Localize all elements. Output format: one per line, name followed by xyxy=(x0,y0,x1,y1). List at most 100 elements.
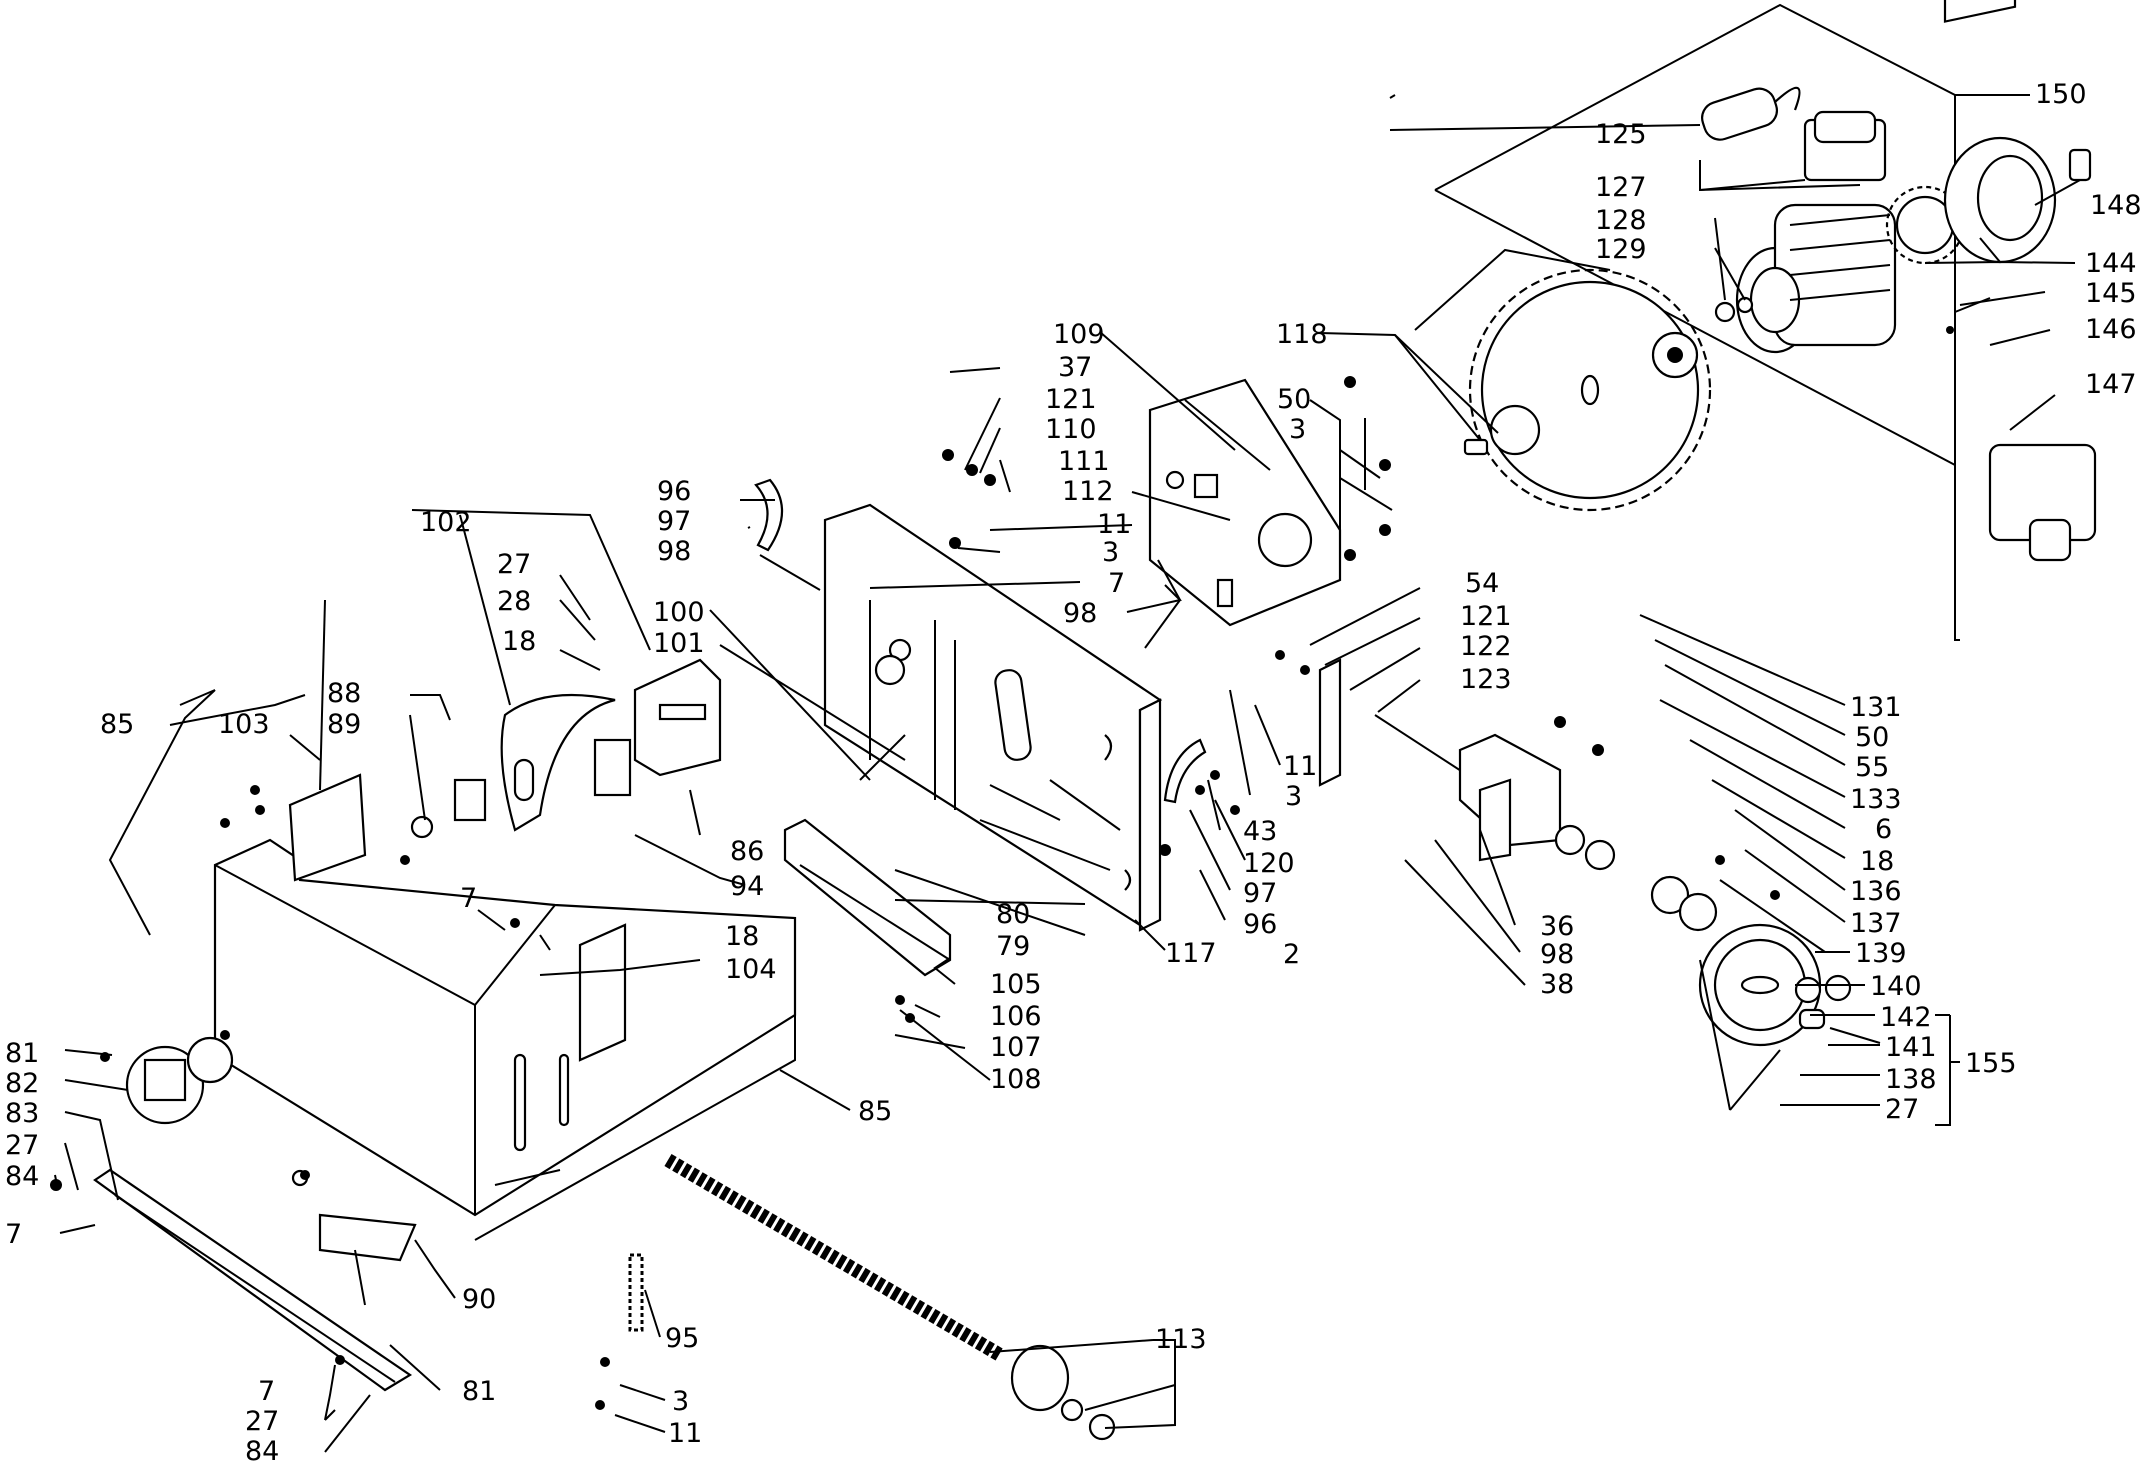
label-94: 94 xyxy=(730,871,764,902)
label-146: 146 xyxy=(2085,314,2137,345)
main-housing xyxy=(179,689,797,1217)
label-138: 138 xyxy=(1885,1064,1937,1095)
label-54: 54 xyxy=(1465,568,1499,599)
label-112: 112 xyxy=(1062,476,1114,507)
label-27-top: 27 xyxy=(497,549,531,580)
label-85-bottom: 85 xyxy=(858,1096,892,1127)
label-101: 101 xyxy=(653,628,705,659)
label-85-left: 85 xyxy=(100,709,134,740)
label-144: 144 xyxy=(2085,248,2137,279)
label-97-top: 97 xyxy=(657,506,691,537)
label-11-mid: 11 xyxy=(1283,751,1317,782)
label-50-top: 50 xyxy=(1277,384,1311,415)
label-37: 37 xyxy=(1058,352,1092,383)
label-88: 88 xyxy=(327,678,361,709)
label-3-plate: 3 xyxy=(1289,414,1306,445)
label-90: 90 xyxy=(462,1284,496,1315)
part-labels: 150 125 127 128 129 148 144 145 146 147 … xyxy=(5,79,2142,1463)
blade-guard xyxy=(500,693,616,832)
label-148: 148 xyxy=(2090,190,2142,221)
label-96-top: 96 xyxy=(657,476,691,507)
label-137: 137 xyxy=(1850,908,1902,939)
label-107: 107 xyxy=(990,1032,1042,1063)
label-113: 113 xyxy=(1155,1324,1207,1355)
label-125: 125 xyxy=(1595,119,1647,150)
label-121: 121 xyxy=(1460,601,1512,632)
lower-handle-assembly xyxy=(93,1036,417,1392)
label-140: 140 xyxy=(1870,971,1922,1002)
label-38: 38 xyxy=(1540,969,1574,1000)
leader-lines xyxy=(54,94,2081,1453)
label-84-bottom: 84 xyxy=(245,1436,279,1463)
label-100: 100 xyxy=(653,597,705,628)
label-121-top: 121 xyxy=(1045,384,1097,415)
label-83: 83 xyxy=(5,1098,39,1129)
label-36: 36 xyxy=(1540,911,1574,942)
label-117: 117 xyxy=(1165,938,1217,969)
motor-assembly-group xyxy=(1434,0,2097,641)
label-55: 55 xyxy=(1855,752,1889,783)
threaded-rod xyxy=(664,1153,1116,1441)
label-118: 118 xyxy=(1276,319,1328,350)
label-145: 145 xyxy=(2085,278,2137,309)
label-7-left: 7 xyxy=(5,1219,22,1250)
label-111: 111 xyxy=(1058,446,1110,477)
label-155: 155 xyxy=(1965,1048,2017,1079)
label-110: 110 xyxy=(1045,414,1097,445)
small-fasteners xyxy=(50,326,1954,1410)
label-3-top: 3 xyxy=(1102,537,1119,568)
label-82: 82 xyxy=(5,1068,39,1099)
label-96: 96 xyxy=(1243,909,1277,940)
label-128: 128 xyxy=(1595,205,1647,236)
label-7-housing: 7 xyxy=(460,883,477,914)
label-27-bottom: 27 xyxy=(245,1406,279,1437)
label-147: 147 xyxy=(2085,369,2137,400)
label-104: 104 xyxy=(725,954,777,985)
label-127: 127 xyxy=(1595,172,1647,203)
label-18-right: 18 xyxy=(1860,846,1894,877)
label-133: 133 xyxy=(1850,784,1902,815)
label-11-top: 11 xyxy=(1097,509,1131,540)
label-102: 102 xyxy=(420,507,472,538)
label-50: 50 xyxy=(1855,722,1889,753)
label-7-top: 7 xyxy=(1108,568,1125,599)
label-11-bottom: 11 xyxy=(668,1418,702,1449)
label-79: 79 xyxy=(996,931,1030,962)
label-142: 142 xyxy=(1880,1002,1932,1033)
label-3-bottom: 3 xyxy=(672,1386,689,1417)
label-86: 86 xyxy=(730,836,764,867)
label-105: 105 xyxy=(990,969,1042,1000)
label-18-housing: 18 xyxy=(725,921,759,952)
label-106: 106 xyxy=(990,1001,1042,1032)
label-131: 131 xyxy=(1850,692,1902,723)
label-139: 139 xyxy=(1855,938,1907,969)
main-tilt-plate xyxy=(823,503,1163,932)
label-108: 108 xyxy=(990,1064,1042,1095)
label-103: 103 xyxy=(218,709,270,740)
saw-blade xyxy=(1463,268,1712,512)
label-81-top: 81 xyxy=(5,1038,39,1069)
label-98-plate: 98 xyxy=(1063,598,1097,629)
label-3-mid: 3 xyxy=(1285,781,1302,812)
label-28: 28 xyxy=(497,586,531,617)
label-95: 95 xyxy=(665,1323,699,1354)
label-27-right: 27 xyxy=(1885,1094,1919,1125)
label-122: 122 xyxy=(1460,631,1512,662)
mounting-bracket xyxy=(633,658,722,777)
label-7-bottom: 7 xyxy=(258,1376,275,1407)
label-43: 43 xyxy=(1243,816,1277,847)
label-18-top: 18 xyxy=(502,626,536,657)
label-97: 97 xyxy=(1243,878,1277,909)
label-81-bottom: 81 xyxy=(462,1376,496,1407)
label-98-top: 98 xyxy=(657,536,691,567)
label-123: 123 xyxy=(1460,664,1512,695)
label-2: 2 xyxy=(1283,939,1300,970)
label-6: 6 xyxy=(1875,814,1892,845)
label-136: 136 xyxy=(1850,876,1902,907)
label-129: 129 xyxy=(1595,234,1647,265)
label-98-right: 98 xyxy=(1540,939,1574,970)
label-80: 80 xyxy=(996,899,1030,930)
label-84-left: 84 xyxy=(5,1161,39,1192)
motor-mount-plate xyxy=(1148,378,1342,627)
